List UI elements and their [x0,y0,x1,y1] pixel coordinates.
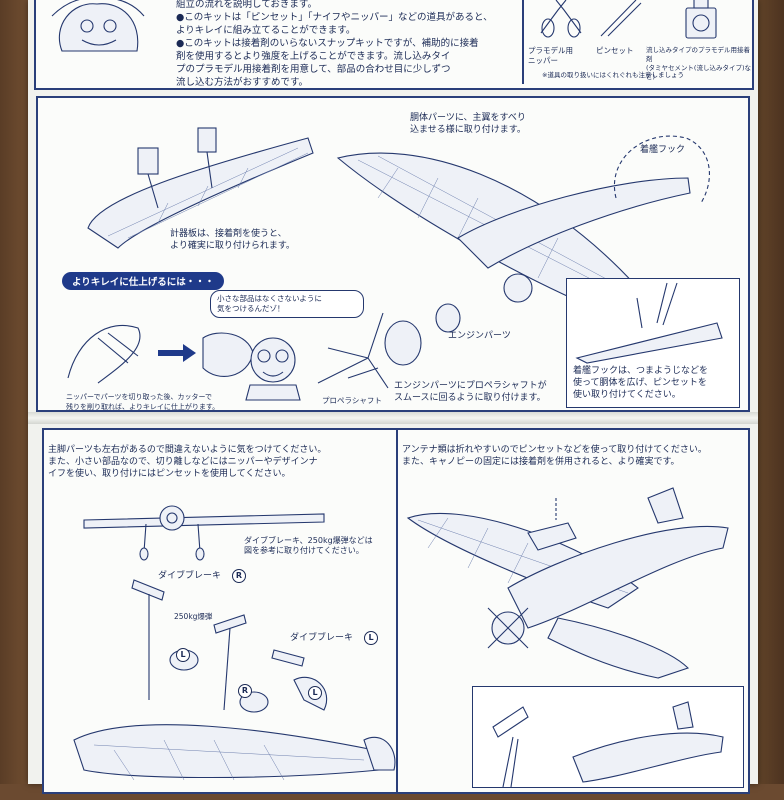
hook-label: 着艦フック [640,145,686,155]
mark-r-2: R [238,684,252,698]
fuselage-note: 胴体パーツに、主翼をすべり 込ませる様に取り付けます。 [410,113,526,135]
nipper-cut-illustration [67,324,254,384]
divebrake-r-label: ダイブブレーキ [158,571,222,581]
mark-l: L [364,631,378,645]
step-antenna-panel: アンテナ類は折れやすいのでピンセットなどを使って取り付けてください。 また、キャ… [396,428,750,794]
antenna-tweezers-illustration [492,701,724,788]
mark-r: R [232,569,246,583]
engine-note: エンジンパーツにプロペラシャフトが スムースに回るように取り付けます。 [394,381,547,403]
paper-fold [28,412,758,424]
antenna-note: アンテナ類は折れやすいのでピンセットなどを使って取り付けてください。 また、キャ… [402,445,707,467]
front-view-aircraft [83,505,325,561]
divebrake-note: ダイブブレーキ、250kg爆弾などは 図を参考に取り付けてください。 [244,536,373,555]
parts-exploded-illustration [73,579,396,781]
panel-note: 計器板は、接着剤を使うと、 より確実に取り付けられます。 [170,229,295,251]
step-fuselage-panel: 計器板は、接着剤を使うと、 より確実に取り付けられます。 胴体パーツに、主翼をす… [36,96,750,412]
step-gear-panel: 主脚パーツも左右があるので間違えないように気をつけてください。 また、小さい部品… [42,428,404,794]
nipper-icon [540,0,582,38]
intro-panel: 組立の流れを説明しておきます。 ●このキットは「ピンセット」「ナイフやニッパー」… [34,0,754,90]
divider [522,0,524,84]
divebrake-l-label: ダイブブレーキ [290,633,354,643]
speech-bubble: 小さな部品はなくさないように 気をつけるんだゾ！ [210,290,364,318]
tool-cement-label: 流し込みタイプのプラモデル用接着剤 (タミヤセメント(流し込みタイプ)など) [646,46,751,81]
fuselage-illustration [87,127,314,249]
tool-note: ※道具の取り扱いにはくれぐれも注意しましょう [542,71,684,79]
mark-l-2: L [176,648,190,662]
bomb-label: 250kg爆弾 [174,612,213,621]
antenna-detail-box [472,686,744,788]
engine-label: エンジンパーツ [448,331,511,341]
completed-aircraft-illustration [406,487,729,679]
instruction-sheet: 組立の流れを説明しておきます。 ●このキットは「ピンセット」「ナイフやニッパー」… [28,0,758,794]
hook-detail-box: 着艦フックは、つまようじなどを 使って胴体を広げ、ピンセットを 使い取り付けてく… [566,278,740,408]
tweezers-icon [600,0,642,37]
mascot-illustration [51,0,145,52]
intro-text: 組立の流れを説明しておきます。 ●このキットは「ピンセット」「ナイフやニッパー」… [176,0,493,88]
gear-note: 主脚パーツも左右があるので間違えないように気をつけてください。 また、小さい部品… [48,445,327,479]
tool-tweezers-label: ピンセット [596,46,634,55]
cut-note: ニッパーでパーツを切り取った後、カッターで 残りを削り取れば、よりキレイに仕上が… [66,393,220,411]
tool-nipper-label: プラモデル用 ニッパー [528,46,573,65]
propshaft-label: プロペラシャフト [322,396,382,405]
pilot-mascot [245,337,301,401]
hook-tweezers-illustration [575,282,723,364]
cement-bottle-icon [685,0,717,39]
mark-l-3: L [308,686,322,700]
hook-note: 着艦フックは、つまようじなどを 使って胴体を広げ、ピンセットを 使い取り付けてく… [573,366,709,400]
hook-detail-circle [613,135,710,204]
tip-banner: よりキレイに仕上げるには・・・ [62,272,225,290]
engine-illustration [317,303,461,389]
